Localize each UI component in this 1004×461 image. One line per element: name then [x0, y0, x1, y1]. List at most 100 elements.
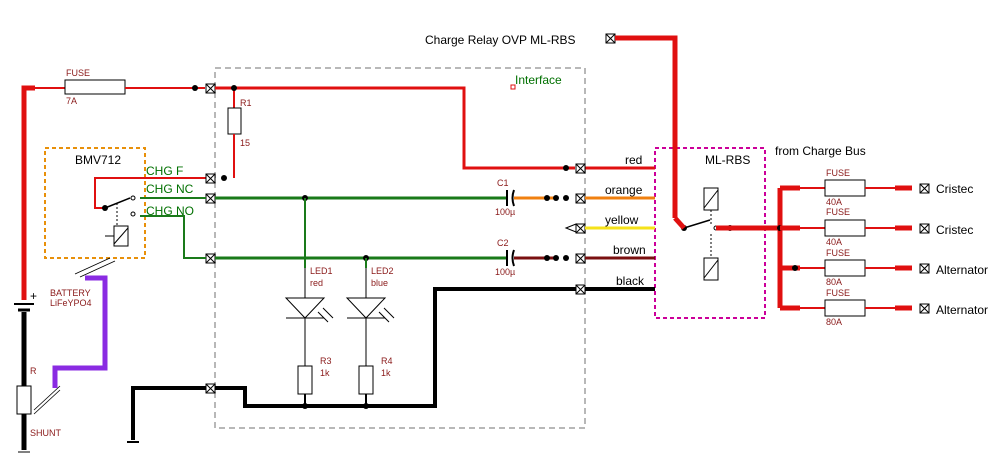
c2-value: 100µ — [495, 267, 515, 277]
fuse2-value: 40A — [826, 237, 842, 247]
output-2-label: Cristec — [936, 223, 973, 237]
terminal-orange — [575, 193, 586, 204]
fuse4-label: FUSE — [826, 288, 850, 298]
output-3-label: Alternator — [936, 263, 988, 277]
output-1-label: Cristec — [936, 182, 973, 196]
terminal-cross — [205, 83, 216, 94]
interface-box — [214, 67, 586, 429]
battery-label: BATTERY — [50, 288, 91, 298]
led2-symbol — [345, 268, 395, 323]
coil-diag — [113, 227, 129, 245]
output-4-label: Alternator — [936, 303, 988, 317]
ml-rbs-coil-top — [703, 187, 719, 211]
battery-positive-wire — [21, 85, 35, 300]
output-cristec-2 — [780, 219, 930, 237]
chg-no-label: CHG NO — [146, 204, 194, 218]
terminal-cross — [205, 173, 216, 184]
fuse4-value: 80A — [826, 317, 842, 327]
led1-color: red — [310, 278, 323, 288]
wire-red-label: red — [625, 153, 642, 167]
black-return-wire — [215, 287, 576, 408]
fuse2-label: FUSE — [826, 207, 850, 217]
terminal-cross — [205, 253, 216, 264]
output-alternator-1 — [780, 259, 930, 277]
main-fuse-label: FUSE — [66, 68, 90, 78]
junction — [363, 403, 369, 409]
shunt-resistor — [16, 385, 32, 415]
shunt-r-label: R — [30, 366, 37, 376]
r3-label: R3 — [320, 356, 332, 366]
junction — [553, 255, 559, 261]
shunt-label: SHUNT — [30, 428, 62, 438]
ml-rbs-in — [673, 216, 686, 230]
wire-yellow-label: yellow — [605, 213, 639, 227]
switch-contact — [130, 195, 136, 201]
battery-plus: + — [30, 289, 37, 303]
chg-nc-label: CHG NC — [146, 182, 194, 196]
junction — [302, 403, 308, 409]
chg-f-label: CHG F — [146, 164, 183, 178]
terminal-red — [563, 163, 586, 174]
junction — [221, 175, 227, 181]
led1-label: LED1 — [310, 266, 333, 276]
wire-orange-label: orange — [605, 183, 643, 197]
switch-contact — [130, 211, 136, 217]
interface-marker — [510, 84, 516, 90]
terminal-cross — [205, 383, 216, 394]
r3-value: 1k — [320, 368, 330, 378]
c1-label: C1 — [497, 178, 509, 188]
resistor-r1 — [227, 107, 242, 135]
fuse3-label: FUSE — [826, 248, 850, 258]
ml-rbs-switch — [683, 219, 711, 229]
fuse3-value: 80A — [826, 277, 842, 287]
red-signal-wire — [215, 86, 575, 170]
junction — [563, 255, 569, 261]
terminal-cross — [605, 33, 616, 44]
r4-label: R4 — [381, 356, 393, 366]
shunt-sense-line — [33, 385, 61, 411]
junction — [563, 195, 569, 201]
junction — [231, 85, 237, 91]
bmv-shunt-cable — [52, 275, 108, 388]
ground-wire — [131, 386, 206, 440]
ml-rbs-coil-bottom — [703, 257, 719, 281]
bmv-sense-line — [74, 257, 111, 275]
c1-plate-curved — [511, 189, 515, 207]
ml-rbs-box — [654, 147, 766, 319]
main-fuse-value: 7A — [66, 96, 77, 106]
terminal-cross — [205, 193, 216, 204]
chg-no-wire-left — [140, 215, 206, 259]
junction — [553, 195, 559, 201]
r1-label: R1 — [240, 98, 252, 108]
junction — [544, 195, 550, 201]
battery-type: LiFeYPO4 — [50, 298, 92, 308]
led2-label: LED2 — [371, 266, 394, 276]
resistor-r3 — [297, 365, 313, 395]
junction — [544, 255, 550, 261]
ml-rbs-label: ML-RBS — [705, 153, 750, 167]
interface-label: Interface — [515, 73, 562, 87]
main-fuse — [64, 79, 126, 95]
junction — [192, 85, 198, 91]
terminal-brown — [575, 253, 586, 264]
c2-plate-curved — [511, 249, 515, 267]
c1-value: 100µ — [495, 207, 515, 217]
resistor-r4 — [358, 365, 374, 395]
c2-label: C2 — [497, 238, 509, 248]
charge-relay-wire — [615, 35, 678, 218]
terminal-black — [575, 284, 586, 295]
bmv-sense-line — [79, 260, 116, 278]
bmv712-label: BMV712 — [75, 153, 121, 167]
terminal-yellow — [564, 223, 586, 234]
charge-relay-label: Charge Relay OVP ML-RBS — [425, 33, 576, 47]
fuse1-value: 40A — [826, 197, 842, 207]
bmv712-box — [44, 147, 146, 259]
r4-value: 1k — [381, 368, 391, 378]
chg-f-wire — [94, 177, 206, 209]
output-alternator-2 — [780, 299, 930, 317]
wire-brown-label: brown — [613, 243, 646, 257]
r1-value: 15 — [240, 138, 250, 148]
led1-symbol — [284, 268, 334, 323]
fuse1-label: FUSE — [826, 168, 850, 178]
output-cristec-1 — [780, 179, 930, 197]
